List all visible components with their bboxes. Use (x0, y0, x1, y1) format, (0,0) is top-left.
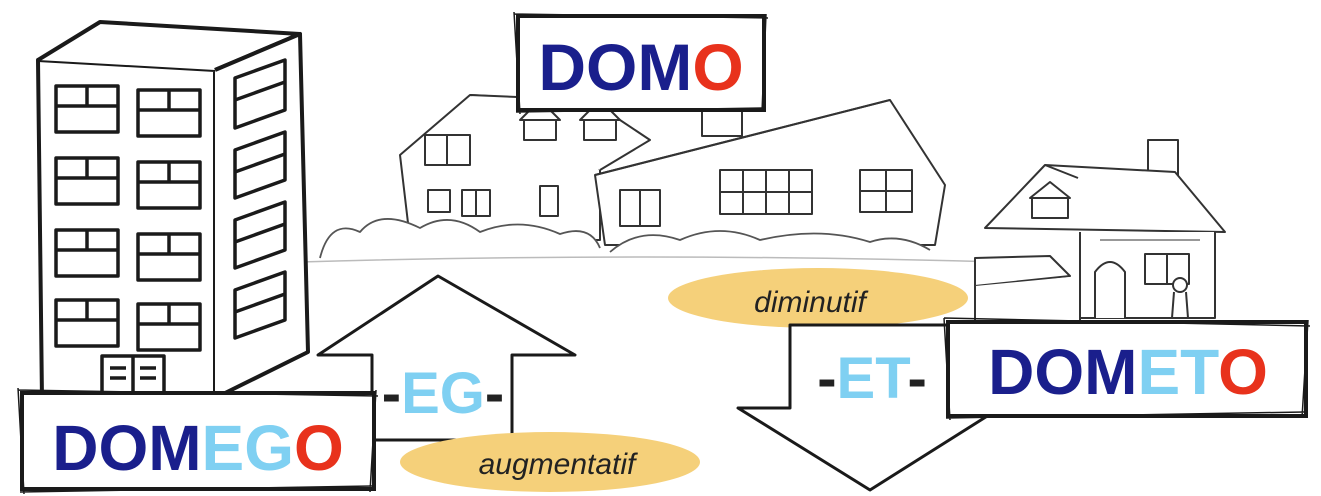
down-arrow-suffix-text: ET (837, 346, 911, 411)
diminutif-label-bg (668, 268, 968, 328)
domo-ending: O (692, 30, 743, 104)
domego-ending: O (294, 412, 344, 484)
small-cottage-icon (974, 139, 1226, 323)
up-arrow-suffix: -EG- (382, 361, 504, 426)
dometo-word: DOMETO (988, 336, 1268, 408)
up-arrow-icon (316, 274, 577, 442)
up-arrow-dash-after: - (485, 361, 504, 426)
up-arrow-dash-before: - (382, 361, 401, 426)
diminutif-label: diminutif (754, 286, 868, 319)
domego-label-box: DOMEGO (17, 387, 379, 495)
down-arrow-dash-before: - (817, 346, 836, 411)
domego-word: DOMEGO (52, 412, 344, 484)
dometo-label-box: DOMETO (943, 317, 1311, 421)
domo-word: DOMO (538, 30, 743, 104)
large-house-icon (319, 94, 946, 259)
augmentatif-label-bg (400, 432, 700, 492)
domo-label-box: DOMO (513, 11, 769, 115)
dometo-ending: O (1218, 336, 1268, 408)
up-arrow-suffix-text: EG (401, 361, 485, 426)
dometo-root: DOM (988, 336, 1137, 408)
augmentatif-label: augmentatif (479, 448, 638, 481)
ground-line (299, 256, 1001, 263)
domego-root: DOM (52, 412, 201, 484)
apartment-building-icon (36, 20, 310, 402)
down-arrow-dash-after: - (907, 346, 926, 411)
down-arrow-suffix: -ET- (817, 346, 927, 411)
domo-root: DOM (538, 30, 692, 104)
dometo-suffix: ET (1137, 336, 1219, 408)
domego-suffix: EG (202, 412, 294, 484)
